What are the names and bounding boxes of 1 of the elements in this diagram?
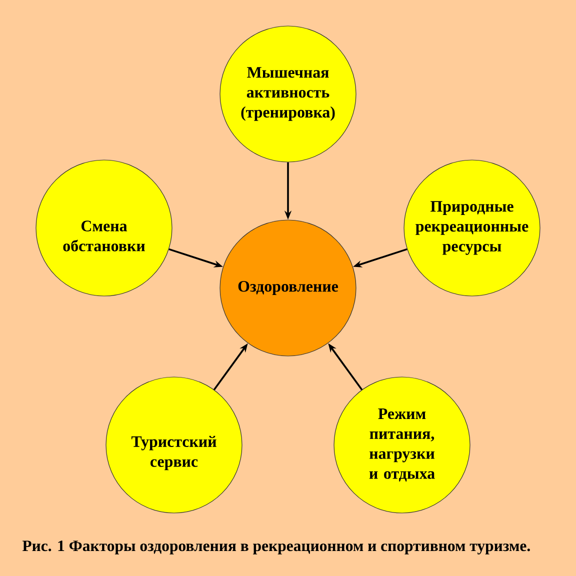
figure-caption: Рис. 1 Факторы оздоровления в рекреационном и спортивном туризме. [22,540,530,554]
